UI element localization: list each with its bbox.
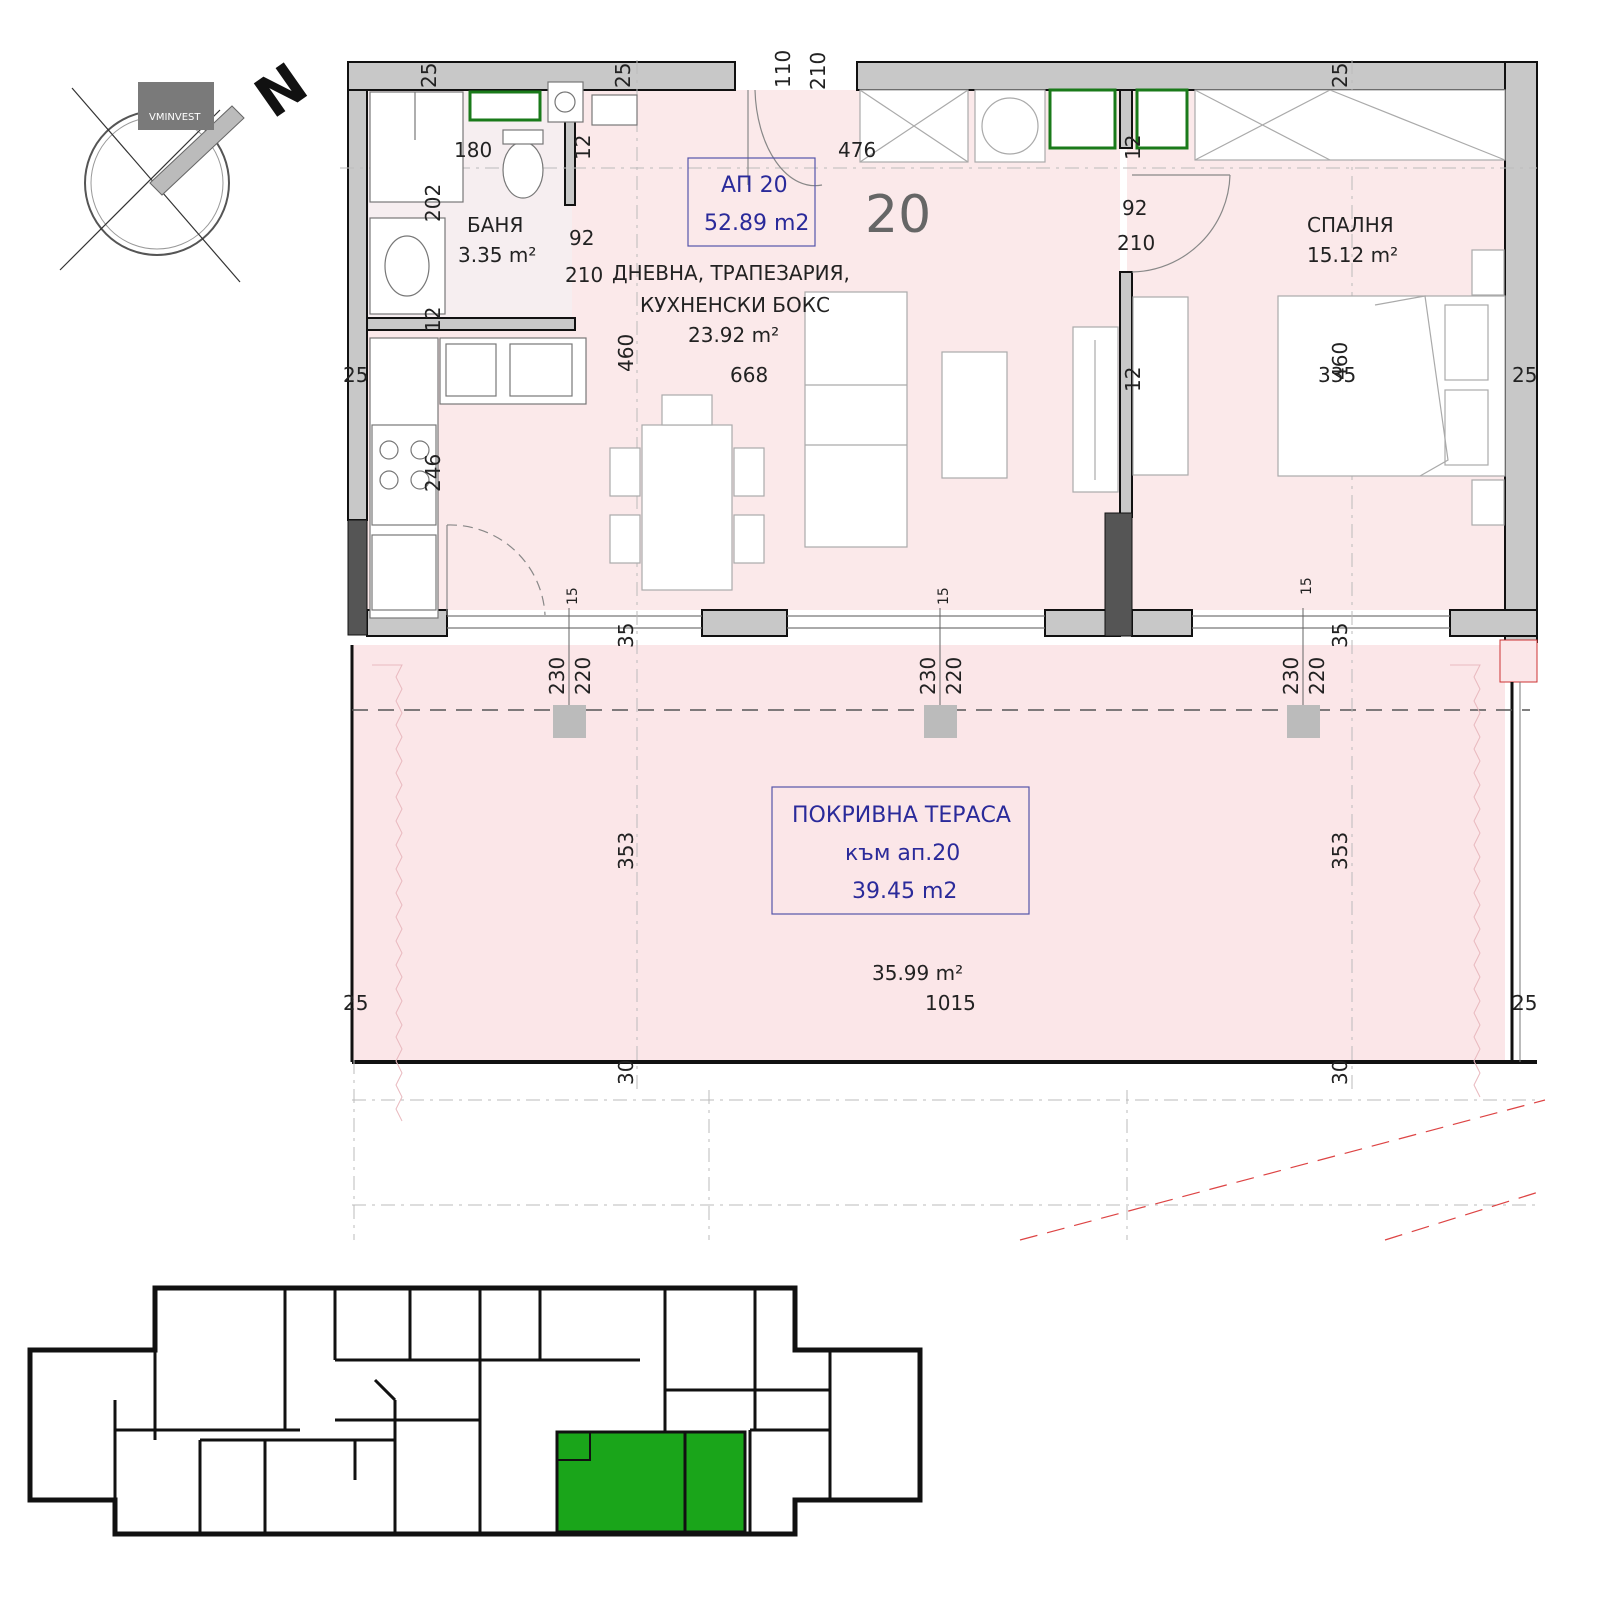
column-left	[347, 519, 368, 636]
dim-230c: 230	[1279, 657, 1303, 695]
terrace-net-area: 35.99 m²	[872, 961, 963, 985]
bath-area: 3.35 m²	[458, 243, 536, 267]
kitchen-fixtures	[369, 94, 638, 619]
dim-30b: 30	[1328, 1060, 1352, 1085]
dim-12b: 12	[1121, 135, 1145, 160]
dim-35b: 35	[1328, 623, 1352, 648]
dim-353a: 353	[614, 832, 638, 870]
dim-92b: 92	[1122, 196, 1147, 220]
column-right	[1499, 639, 1538, 683]
dim-1015: 1015	[925, 991, 976, 1015]
dim-220b: 220	[942, 657, 966, 695]
dim-230b: 230	[916, 657, 940, 695]
dim-246: 246	[421, 454, 445, 492]
dim-30a: 30	[614, 1060, 638, 1085]
bathroom-fixtures	[369, 81, 584, 315]
terrace-line1: ПОКРИВНА ТЕРАСА	[792, 803, 1011, 828]
dim-460b: 460	[1328, 342, 1352, 380]
dim-12d: 12	[1121, 367, 1145, 392]
terrace-outline	[350, 608, 1537, 1122]
apartment-tag-box	[687, 157, 816, 247]
grid-lines	[340, 60, 1537, 1240]
highlighted-apartment	[555, 1430, 747, 1534]
dim-210b: 210	[565, 263, 603, 287]
dim-25e: 25	[1512, 363, 1537, 387]
living-name-line1: ДНЕВНА, ТРАПЕЗАРИЯ,	[612, 261, 850, 285]
dim-15a: 15	[565, 587, 581, 605]
living-name-line2: КУХНЕНСКИ БОКС	[640, 293, 830, 317]
dim-25d: 25	[343, 363, 368, 387]
dim-335: 335	[1318, 363, 1356, 387]
dim-12a: 12	[571, 135, 595, 160]
dim-460a: 460	[614, 334, 638, 372]
apartment-tag-line2: 52.89 m2	[704, 211, 809, 236]
dim-25a: 25	[417, 63, 441, 88]
bath-name: БАНЯ	[467, 213, 523, 237]
dim-668: 668	[730, 363, 768, 387]
dim-25b: 25	[611, 63, 635, 88]
dimension-labels: 25 25 110 210 25 180 476 12 12 202 92 21…	[343, 50, 1537, 1085]
dim-110: 110	[771, 50, 795, 88]
key-plan	[27, 1285, 923, 1537]
walls	[347, 61, 1538, 643]
bedroom-furniture	[747, 88, 1506, 526]
logo: VMINVEST	[138, 82, 214, 130]
dim-353b: 353	[1328, 832, 1352, 870]
bedroom-area: 15.12 m²	[1307, 243, 1398, 267]
site-boundary	[1019, 1099, 1546, 1241]
dim-220a: 220	[571, 657, 595, 695]
terrace-tag-box	[771, 786, 1030, 915]
dim-230a: 230	[545, 657, 569, 695]
dim-25g: 25	[1512, 991, 1537, 1015]
dim-12c: 12	[421, 307, 445, 332]
dim-202: 202	[421, 184, 445, 222]
terrace-line2: към ап.20	[845, 841, 960, 866]
living-area: 23.92 m²	[688, 323, 779, 347]
dim-15c: 15	[1299, 577, 1315, 595]
dim-25f: 25	[343, 991, 368, 1015]
bedroom-name: СПАЛНЯ	[1307, 213, 1394, 237]
dim-220c: 220	[1305, 657, 1329, 695]
dim-210c: 210	[1117, 231, 1155, 255]
apartment-number: 20	[865, 185, 931, 245]
dim-35a: 35	[614, 623, 638, 648]
dim-210a: 210	[806, 52, 830, 90]
north-label: N	[244, 51, 320, 131]
living-furniture	[609, 88, 1119, 591]
windows	[447, 615, 1450, 629]
dim-15b: 15	[936, 587, 952, 605]
dim-92a: 92	[569, 226, 594, 250]
terrace-line3: 39.45 m2	[852, 879, 957, 904]
apartment-tag-line1: АП 20	[721, 173, 788, 198]
logo-text: VMINVEST	[149, 112, 201, 123]
dim-25c: 25	[1328, 63, 1352, 88]
dim-476: 476	[838, 138, 876, 162]
dim-180: 180	[454, 138, 492, 162]
column-middle	[1104, 512, 1133, 637]
